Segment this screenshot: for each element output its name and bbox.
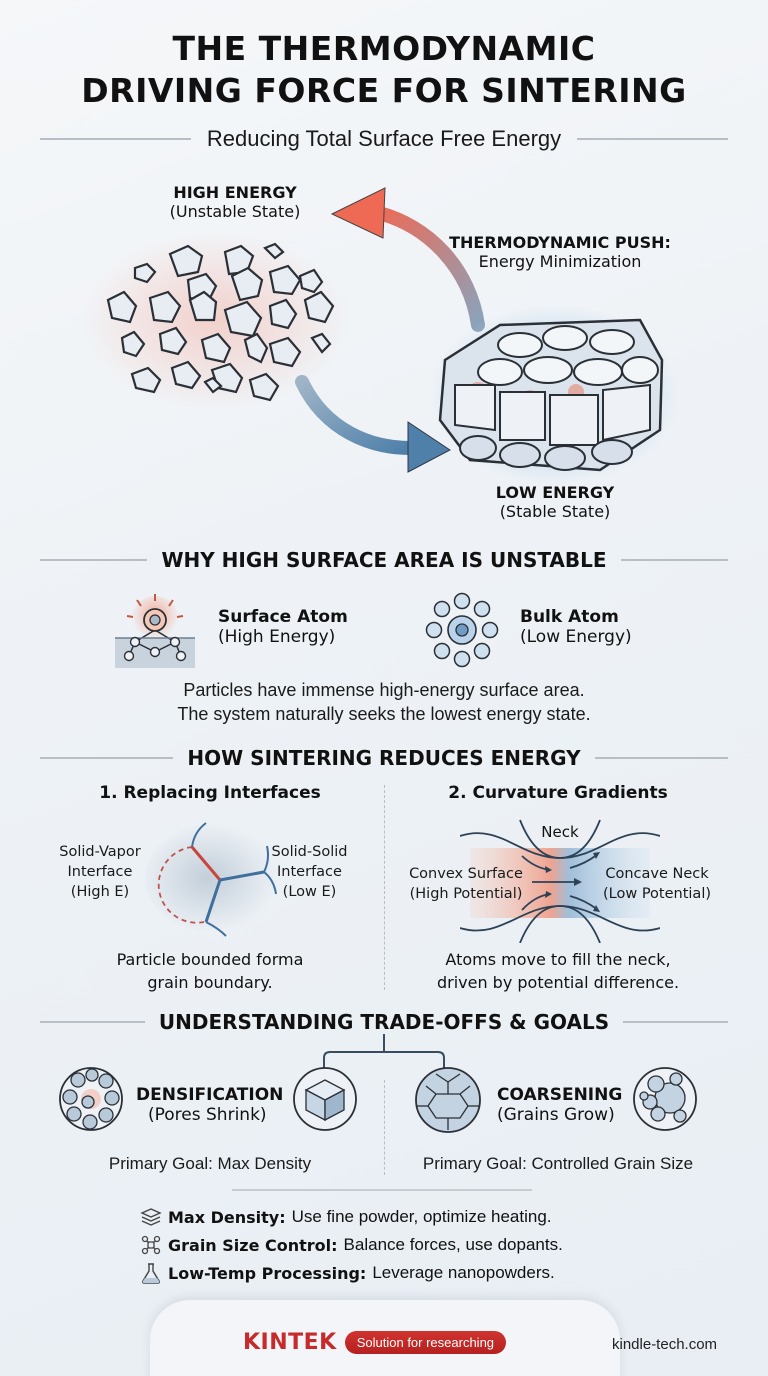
densification-goal: Primary Goal: Max Density — [108, 1154, 312, 1173]
convex-surface-label: Convex Surface (High Potential) — [409, 866, 523, 902]
divider-line — [623, 1021, 728, 1023]
why-explanation: Particles have immense high-energy surfa… — [177, 680, 591, 724]
surface-atom-label: Surface Atom (High Energy) — [218, 607, 348, 647]
coarsening-grains-icon — [415, 1067, 481, 1133]
energy-minimization-arrow-up — [330, 187, 485, 332]
coarsening-goal: Primary Goal: Controlled Grain Size — [422, 1154, 694, 1173]
network-icon — [141, 1235, 161, 1255]
divider-line — [40, 757, 174, 759]
densification-label: DENSIFICATION (Pores Shrink) — [136, 1085, 284, 1125]
coarsening-label: COARSENING (Grains Grow) — [497, 1085, 623, 1125]
divider-line — [40, 559, 148, 561]
section-tradeoffs-header: UNDERSTANDING TRADE-OFFS & GOALS — [40, 1010, 728, 1034]
grown-grains-icon — [633, 1067, 697, 1131]
tagline-badge: Solution for researching — [344, 1331, 507, 1354]
title-line-2: DRIVING FORCE FOR SINTERING — [81, 71, 687, 110]
tips-list: Max Density: Use fine powder, optimize h… — [140, 1203, 563, 1287]
neck-curvature-diagram — [460, 819, 660, 943]
divider-line — [594, 757, 728, 759]
kintek-logo[interactable]: KINTEK — [243, 1330, 337, 1355]
tradeoff-connector — [323, 1034, 445, 1074]
column-divider — [384, 785, 385, 990]
solid-vapor-label: Solid-Vapor Interface (High E) — [59, 844, 141, 900]
neck-label: Neck — [541, 823, 579, 841]
divider-line — [232, 1189, 532, 1191]
high-energy-label: HIGH ENERGY (Unstable State) — [169, 183, 301, 221]
footer-brand: KINTEK Solution for researching — [243, 1330, 507, 1355]
bulk-atom-icon — [425, 592, 499, 668]
sintering-cycle-illustration — [80, 187, 680, 485]
subtitle-row: Reducing Total Surface Free Energy — [40, 124, 729, 154]
energy-minimization-arrow-down — [295, 375, 451, 473]
replacing-interfaces-heading: 1. Replacing Interfaces — [99, 783, 321, 803]
curvature-gradients-heading: 2. Curvature Gradients — [448, 783, 668, 803]
curvature-gradients-caption: Atoms move to fill the neck, driven by p… — [436, 950, 680, 992]
website-link[interactable]: kindle-tech.com — [612, 1336, 718, 1353]
divider-line — [40, 1021, 145, 1023]
section-title: HOW SINTERING REDUCES ENERGY — [187, 746, 581, 770]
tip-grain-size-control: Grain Size Control: Balance forces, use … — [140, 1231, 563, 1259]
divider-line — [620, 559, 729, 561]
concave-neck-label: Concave Neck (Low Potential) — [603, 866, 711, 902]
thermodynamic-push-label: THERMODYNAMIC PUSH: Energy Minimization — [449, 233, 671, 271]
surface-atom-icon — [115, 594, 195, 668]
section-title: WHY HIGH SURFACE AREA IS UNSTABLE — [161, 548, 607, 572]
column-divider — [384, 1080, 385, 1175]
section-why-header: WHY HIGH SURFACE AREA IS UNSTABLE — [40, 548, 729, 572]
page-subtitle: Reducing Total Surface Free Energy — [206, 126, 562, 151]
layers-icon — [140, 1208, 162, 1226]
bulk-atom-label: Bulk Atom (Low Energy) — [520, 607, 632, 647]
sintered-block — [430, 305, 680, 485]
loose-powder-particles — [80, 230, 350, 410]
page-title: THE THERMODYNAMIC DRIVING FORCE FOR SINT… — [0, 28, 768, 112]
divider-line — [577, 138, 729, 140]
flask-icon — [141, 1263, 161, 1284]
section-how-header: HOW SINTERING REDUCES ENERGY — [40, 746, 728, 770]
replacing-interfaces-caption: Particle bounded forma grain boundary. — [116, 950, 304, 992]
low-energy-label: LOW ENERGY (Stable State) — [495, 483, 615, 521]
tip-low-temp-processing: Low-Temp Processing: Leverage nanopowder… — [140, 1259, 563, 1287]
divider-line — [40, 138, 191, 140]
densification-pores-icon — [59, 1067, 123, 1131]
dense-cube-icon — [293, 1067, 357, 1131]
section-title: UNDERSTANDING TRADE-OFFS & GOALS — [158, 1010, 610, 1034]
grain-boundary-diagram — [145, 822, 285, 937]
solid-solid-label: Solid-Solid Interface (Low E) — [271, 844, 348, 900]
tip-max-density: Max Density: Use fine powder, optimize h… — [140, 1203, 563, 1231]
title-line-1: THE THERMODYNAMIC — [172, 29, 596, 68]
